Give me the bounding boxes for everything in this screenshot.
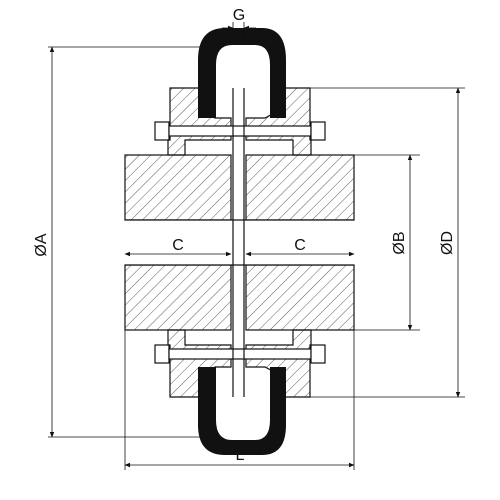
label-g: G (233, 7, 245, 24)
label-l: L (236, 447, 245, 464)
left-hub (124, 154, 232, 331)
dim-l (124, 330, 355, 470)
bolts (154, 121, 326, 364)
label-a: ØA (33, 233, 50, 256)
label-d: ØD (439, 231, 456, 255)
dim-b (354, 154, 420, 331)
bore (125, 220, 354, 265)
upper-flanges (167, 87, 312, 156)
dim-g (222, 22, 256, 40)
gap-lines (232, 88, 245, 397)
dim-a (48, 46, 200, 438)
elastomer-element (198, 28, 286, 455)
label-b: ØB (391, 231, 408, 254)
lower-flanges (167, 329, 312, 398)
dim-d (310, 87, 465, 398)
label-c-right: C (294, 237, 306, 254)
label-c-left: C (172, 237, 184, 254)
